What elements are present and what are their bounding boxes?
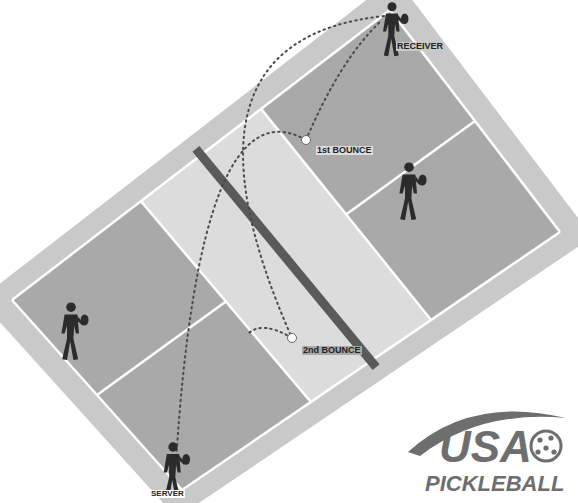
ball — [302, 136, 311, 145]
logo-text: PICKLEBALL — [424, 472, 565, 495]
ball — [288, 334, 297, 343]
logo-ball-holes — [535, 435, 556, 454]
ball-path — [306, 22, 380, 140]
partner-figure — [61, 302, 88, 360]
player-label: RECEIVER — [396, 42, 444, 51]
logo-ball — [531, 431, 561, 461]
partner-figure — [399, 162, 426, 220]
player-label: SERVER — [150, 490, 185, 498]
court-line — [97, 302, 226, 395]
court-line — [141, 201, 311, 402]
ball-path — [248, 328, 292, 338]
logo-text: USA — [438, 424, 533, 470]
ball-path — [176, 132, 306, 462]
ball-path — [243, 16, 384, 338]
net — [196, 149, 376, 367]
bounce-label: 1st BOUNCE — [316, 146, 373, 155]
bounce-label: 2nd BOUNCE — [302, 346, 362, 355]
